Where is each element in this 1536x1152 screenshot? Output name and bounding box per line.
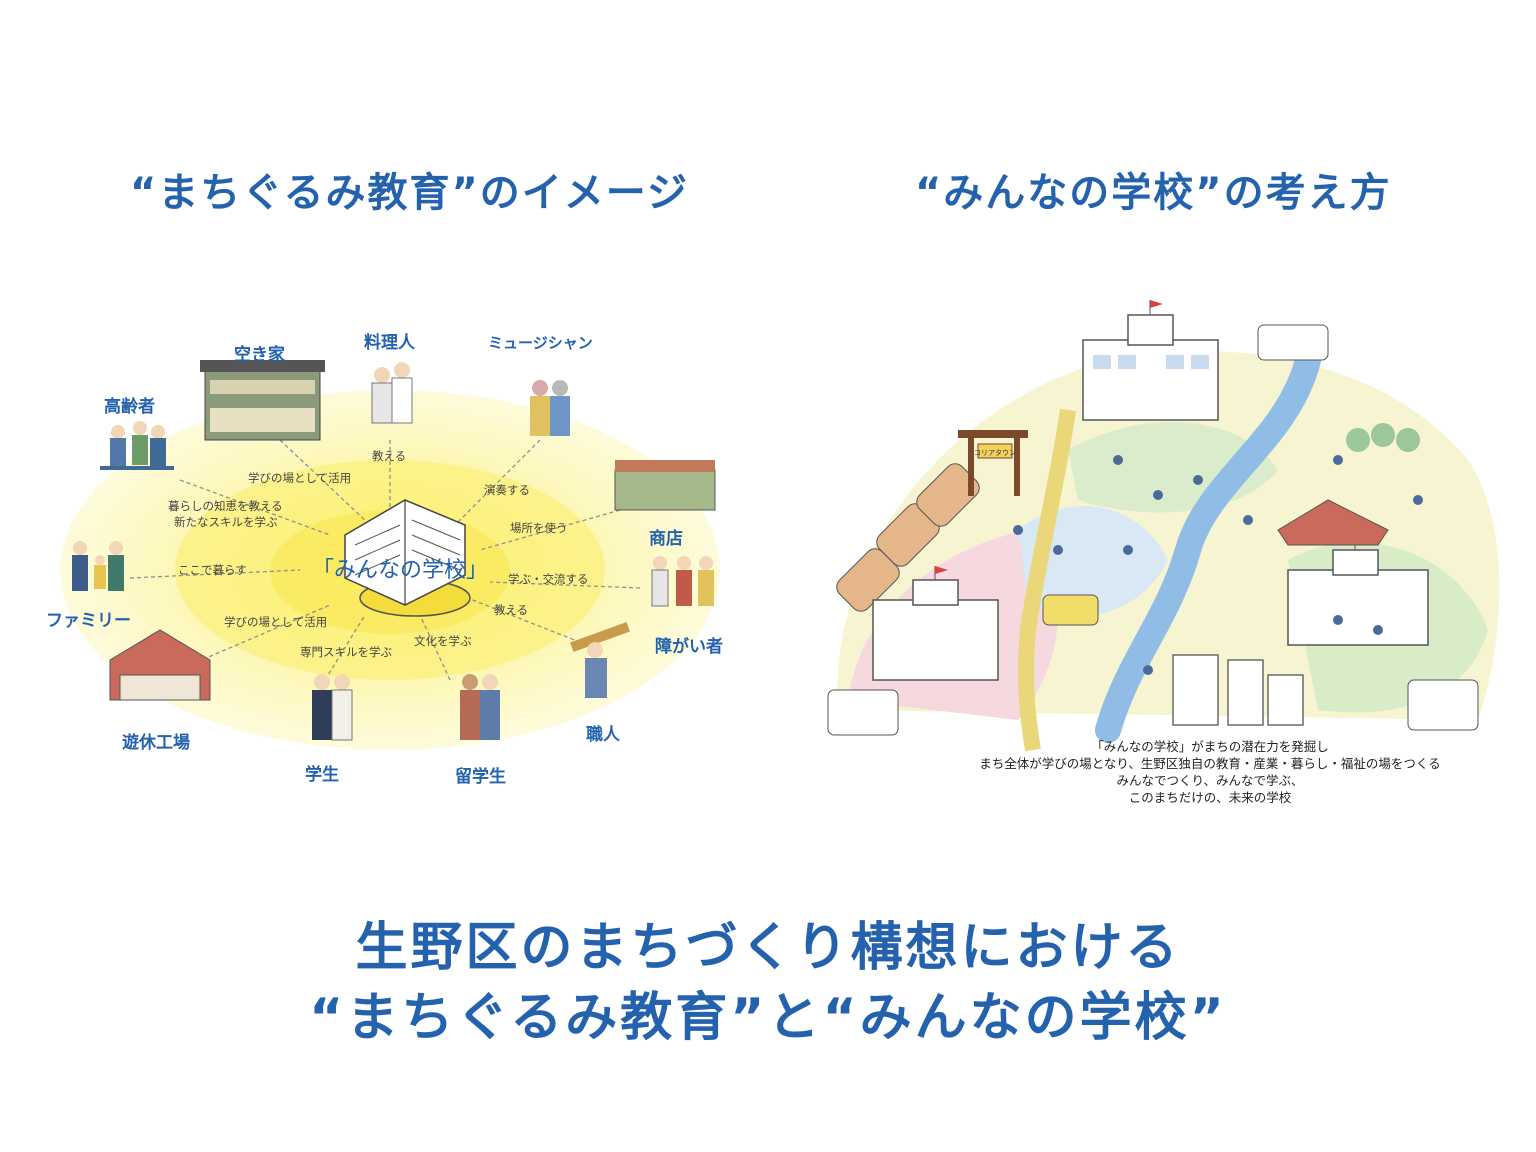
arrow-label-learn-skill: 専門スキルを学ぶ <box>300 645 392 659</box>
river <box>1095 347 1321 743</box>
family-illustration <box>72 541 124 591</box>
right-school-illustration <box>1287 536 1429 646</box>
school-building-illustration <box>344 499 471 617</box>
arrow-label-learn-culture: 文化を学ぶ <box>414 634 472 648</box>
center-school-label: 「みんなの学校」 <box>312 558 489 583</box>
musician-illustration <box>530 380 570 436</box>
left-diagram <box>60 360 720 750</box>
bus-bottom-right <box>1407 679 1479 731</box>
shop-illustration <box>614 460 716 511</box>
node-family: ファミリー <box>46 611 131 631</box>
arrow-label-perform: 演奏する <box>484 483 530 497</box>
craftsman-illustration <box>570 622 630 698</box>
town-illustration: コリアタウン <box>827 300 1500 752</box>
arrow-label-learning-place-1: 学びの場として活用 <box>248 471 352 485</box>
left-title: “まちぐるみ教育”のイメージ <box>130 170 689 216</box>
node-student: 学生 <box>305 765 339 785</box>
node-elderly: 高齢者 <box>104 397 155 417</box>
elderly-illustration <box>100 421 174 470</box>
arrow-label-learn-exchange: 学ぶ・交流する <box>508 572 589 586</box>
cook-illustration <box>371 362 413 424</box>
gate-sign: コリアタウン <box>974 448 1016 457</box>
road <box>1017 408 1076 752</box>
arrow-label-wisdom-2: 新たなスキルを学ぶ <box>174 515 278 529</box>
node-intl-student: 留学生 <box>455 767 506 787</box>
left-school-illustration <box>872 566 999 681</box>
caption-line: まち全体が学びの場となり、生野区独自の教育・産業・暮らし・福祉の場をつくる <box>979 756 1441 771</box>
korea-town-gate: コリアタウン <box>958 430 1028 496</box>
arrow-label-wisdom-1: 暮らしの知恵を教える <box>168 499 283 513</box>
node-musician: ミュージシャン <box>488 334 593 352</box>
townspeople <box>1013 455 1423 675</box>
node-disabled: 障がい者 <box>655 637 723 657</box>
right-title: “みんなの学校”の考え方 <box>915 170 1392 216</box>
arrow-label-use-place: 場所を使う <box>510 521 568 535</box>
headline-line-2: “まちぐるみ教育”と“みんなの学校” <box>309 988 1227 1048</box>
train-illustration <box>836 463 980 612</box>
caption-line: このまちだけの、未来の学校 <box>1128 790 1292 805</box>
node-idle-factory: 遊休工場 <box>122 733 190 753</box>
node-craftsman: 職人 <box>586 725 620 745</box>
intl-student-illustration <box>460 674 500 740</box>
caption-line: 「みんなの学校」がまちの潜在力を発掘し <box>1091 739 1329 754</box>
bus-top <box>1257 324 1329 361</box>
headline-line-1: 生野区のまちづくり構想における <box>355 918 1181 978</box>
apartment-blocks <box>1172 654 1304 726</box>
node-vacant-house: 空き家 <box>234 345 285 365</box>
trees <box>1346 423 1420 452</box>
disabled-illustration <box>651 556 714 607</box>
van <box>1042 594 1099 626</box>
arrow-label-teach-1: 教える <box>372 449 407 463</box>
top-school-illustration <box>1082 300 1219 421</box>
factory-illustration <box>109 629 211 701</box>
caption-line: みんなでつくり、みんなで学ぶ、 <box>1116 773 1304 788</box>
arrow-label-teach-2: 教える <box>494 603 529 617</box>
node-shop: 商店 <box>649 529 683 549</box>
vacant-house-illustration <box>200 360 325 441</box>
node-cook: 料理人 <box>364 333 415 353</box>
bus-bottom-left <box>827 689 899 736</box>
red-factory <box>1277 499 1389 546</box>
arrow-label-learning-place-2: 学びの場として活用 <box>224 615 328 629</box>
town-caption: 「みんなの学校」がまちの潜在力を発掘し まち全体が学びの場となり、生野区独自の教… <box>880 738 1536 806</box>
arrow-label-live-here: ここで暮らす <box>178 563 247 577</box>
student-illustration <box>312 674 353 741</box>
